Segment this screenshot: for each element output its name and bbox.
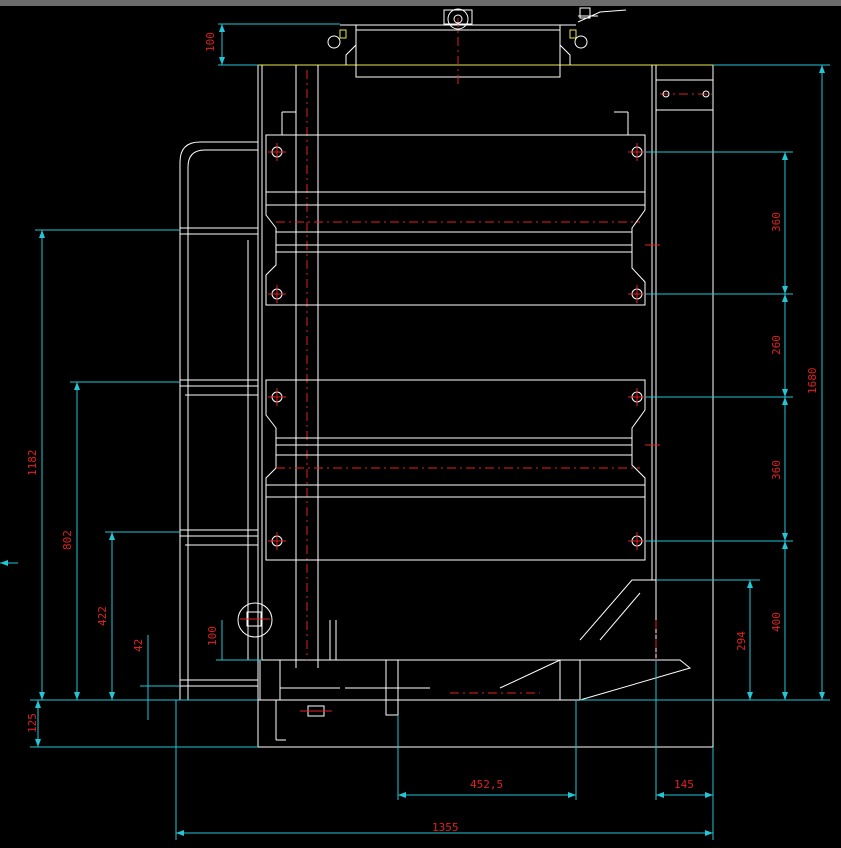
boiler-body [257, 64, 714, 748]
heat-exchanger-plate-1 [265, 134, 660, 306]
bolt-hole [628, 388, 646, 406]
dim-top-100: 100 [204, 32, 217, 52]
bolt-hole [268, 532, 286, 550]
dim-right-1680: 1680 [806, 368, 819, 395]
dim-left-125: 125 [26, 713, 39, 733]
top-lid-assembly [327, 7, 714, 111]
dimension-arrows [0, 24, 825, 836]
dim-left-1182: 1182 [26, 450, 39, 477]
left-side-piping [179, 141, 273, 700]
dim-right-260: 260 [770, 335, 783, 355]
dim-bottom-145: 145 [674, 778, 694, 791]
dim-bottom-1355: 1355 [432, 821, 459, 834]
dim-bottom-452-5: 452,5 [470, 778, 503, 791]
bolt-hole [268, 143, 286, 161]
dimension-lines [0, 23, 830, 840]
dim-left-422: 422 [96, 606, 109, 626]
title-bar-strip [0, 0, 841, 6]
dim-left-42: 42 [132, 639, 145, 652]
ash-pit-bottom [259, 579, 692, 741]
dim-right-360-a: 360 [770, 212, 783, 232]
bolt-hole [628, 143, 646, 161]
heat-exchanger-plate-2 [265, 379, 660, 561]
dim-right-400: 400 [770, 612, 783, 632]
dimension-labels: 100 360 260 360 400 294 1680 1182 802 42… [26, 32, 819, 834]
dim-left-802: 802 [61, 530, 74, 550]
bolt-holes [268, 143, 646, 550]
dim-left-100: 100 [206, 626, 219, 646]
bolt-hole [628, 532, 646, 550]
bolt-hole [268, 285, 286, 303]
dim-right-360-b: 360 [770, 460, 783, 480]
dim-right-294: 294 [735, 631, 748, 651]
bolt-hole [268, 388, 286, 406]
bolt-hole [628, 285, 646, 303]
